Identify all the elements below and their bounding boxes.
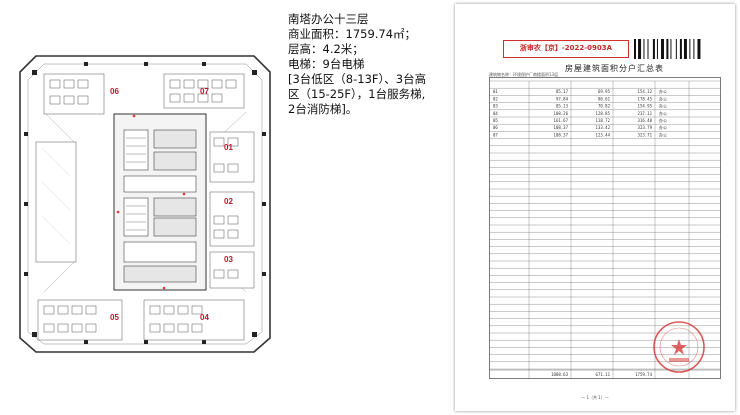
elevator-count: 电梯：9台电梯 [288,57,365,71]
table-cell: 316.40 [638,118,653,123]
table-total-cell: 1759.74 [635,372,652,377]
elevator-detail-1: [3台低区（8-13F）、3台高 [288,72,427,86]
table-cell: 80.61 [598,96,611,101]
area-summary-document: 浙审农【京】-2022-0903A 房屋建筑面积分户汇总表 建筑物名称：环境保护… [455,4,735,411]
table-cell: 04 [493,111,498,116]
table-cell: 97.84 [556,96,569,101]
area-table: 01 85.17 69.95 154.12 办公 02 97.84 80.61 178.45 办公… [489,77,721,379]
table-cell: 办公 [659,103,667,109]
table-cell: 108.26 [554,111,569,116]
floor-plan: 01 02 03 04 05 06 07 [19,55,271,353]
table-cell: 323.79 [638,125,653,130]
table-total-cell: 671.11 [596,372,611,377]
table-cell: 161.67 [554,118,569,123]
table-cell: 128.85 [596,111,611,116]
table-cell: 02 [493,96,498,101]
table-cell: 108.37 [554,125,569,130]
table-cell: 03 [493,104,498,109]
table-cell: 07 [493,132,498,137]
table-cell: 154.95 [638,104,653,109]
elevator-detail-3: 2台消防梯]。 [288,102,358,116]
table-cell: 108.37 [554,132,569,137]
desk-clusters [35,73,255,341]
building-core [113,113,207,291]
floor-description: 南塔办公十三层 商业面积：1759.74㎡； 层高：4.2米； 电梯：9台电梯 … [288,12,463,117]
table-cell: 133.42 [596,125,611,130]
table-total-cell: 1088.63 [551,372,568,377]
table-cell: 办公 [659,131,667,137]
floor-title: 南塔办公十三层 [288,12,369,26]
table-cell: 154.12 [638,89,653,94]
table-cell: 01 [493,89,498,94]
unit-label-05: 05 [110,313,119,322]
unit-label-03: 03 [224,255,233,264]
table-cell: 85.17 [556,89,569,94]
table-cell: 123.44 [596,132,611,137]
unit-label-01: 01 [224,143,233,152]
table-cell: 办公 [659,117,667,123]
table-cell: 70.82 [598,104,611,109]
page-number: — 1（共 1）— [581,395,609,400]
table-cell: 178.45 [638,96,653,101]
unit-label-02: 02 [224,197,233,206]
unit-label-04: 04 [200,313,209,322]
column-grid [24,62,266,344]
table-cell: 办公 [659,110,667,116]
unit-label-06: 06 [110,87,119,96]
elevator-detail-2: 区（15-25F），1台服务梯, [288,87,426,101]
table-cell: 69.95 [598,89,611,94]
approval-stamp-text: 浙审农【京】-2022-0903A [519,44,613,52]
approval-stamp: 浙审农【京】-2022-0903A [503,40,629,58]
official-seal [653,321,705,373]
table-cell: 237.11 [638,111,653,116]
table-cell: 办公 [659,95,667,101]
table-cell: 85.13 [556,104,569,109]
document-title: 房屋建筑面积分户汇总表 [565,64,664,73]
unit-label-07: 07 [200,87,209,96]
table-cell: 办公 [659,124,667,130]
table-cell: 118.72 [596,118,611,123]
table-cell: 06 [493,125,498,130]
building-outline [19,55,271,353]
commercial-area: 商业面积：1759.74㎡； [288,27,417,41]
table-cell: 05 [493,118,498,123]
floor-height: 层高：4.2米； [288,42,364,56]
table-cell: 办公 [659,88,667,94]
table-cell: 323.71 [638,132,653,137]
barcode [634,39,701,59]
document-meta: 建筑物名称：环境保护厂南楼面积13层 [489,72,559,77]
